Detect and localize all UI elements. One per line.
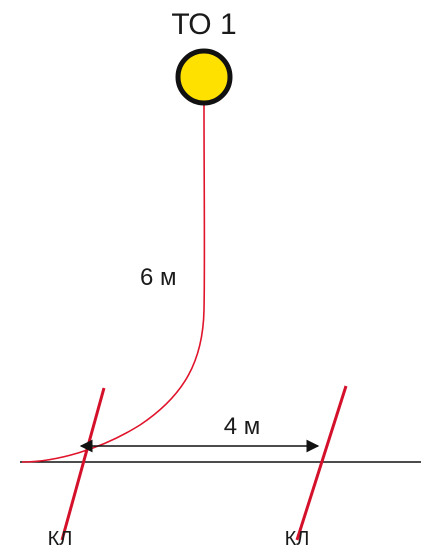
cable-line bbox=[21, 102, 206, 463]
marker-label: ТО 1 bbox=[171, 8, 236, 41]
boundary-line-right bbox=[295, 385, 348, 541]
boundary-line-left bbox=[60, 387, 106, 541]
boundary-label-right: КЛ bbox=[285, 528, 310, 547]
boundary-label-left: КЛ bbox=[48, 528, 73, 547]
marker-circle bbox=[175, 48, 233, 106]
spacing-label: 4 м bbox=[224, 413, 261, 440]
distance-label: 6 м bbox=[140, 264, 177, 291]
